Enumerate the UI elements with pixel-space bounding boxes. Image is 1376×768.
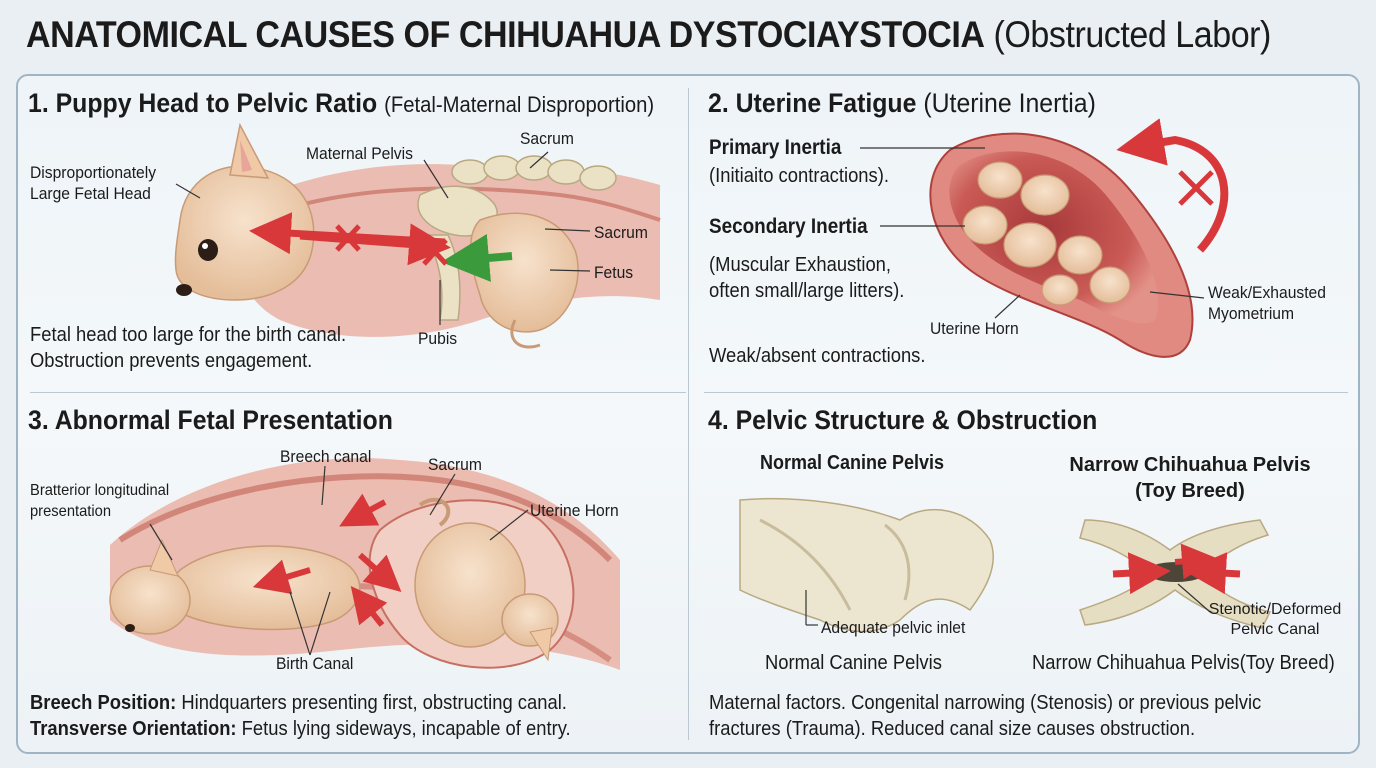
panel2-title: 2. Uterine Fatigue (Uterine Inertia) [708,88,1096,119]
normal-pelvis-heading: Normal Canine Pelvis [760,452,945,474]
horizontal-divider-left [30,392,686,393]
stenotic-line2: Pelvic Canal [1230,621,1320,638]
panel3-illustration [109,458,620,670]
panel1-illustration [174,122,661,349]
page-title: ANATOMICAL CAUSES OF CHIHUAHUA DYSTOCIAY… [26,14,1271,56]
panel1-number-title: 1. Puppy Head to Pelvic Ratio [28,88,378,118]
secondary-desc-line2: often small/large litters). [709,280,905,302]
panel1-title: 1. Puppy Head to Pelvic Ratio (Fetal-Mat… [28,88,654,119]
caption-narrow-pelvis: Narrow Chihuahua Pelvis(Toy Breed) [1032,652,1335,674]
panel2-number-title: 2. Uterine Fatigue [708,88,917,118]
label-head-line2: Large Fetal Head [30,184,151,203]
title-paren: (Obstructed Labor) [993,14,1272,55]
label-fetus: Fetus [594,263,634,282]
secondary-inertia-title: Secondary Inertia [709,215,868,238]
label-uterine-horn: Uterine Horn [930,319,1019,338]
panel2-subtitle: (Uterine Inertia) [923,88,1096,118]
panel4-number-title: 4. Pelvic Structure & Obstruction [708,405,1098,435]
title-main: ANATOMICAL CAUSES OF CHIHUAHUA DYSTOCIAY… [26,14,985,55]
panel1-description: Fetal head too large for the birth canal… [30,322,346,374]
breech-line: Breech Position: Hindquarters presenting… [30,690,571,716]
panel1-subtitle: (Fetal-Maternal Disproportion) [384,92,655,117]
label-stenotic-canal: Stenotic/Deformed Pelvic Canal [1200,600,1350,640]
breech-desc: Hindquarters presenting first, obstructi… [181,692,567,714]
stenotic-line1: Stenotic/Deformed [1208,601,1342,618]
panel4-title: 4. Pelvic Structure & Obstruction [708,405,1097,436]
secondary-inertia-desc: (Muscular Exhaustion, often small/large … [709,252,904,304]
panel1-desc-line1: Fetal head too large for the birth canal… [30,324,347,346]
label-presentation: Bratterior longitudinal presentation [30,480,169,522]
label-large-fetal-head: Disproportionately Large Fetal Head [30,162,156,204]
label-myo-line1: Weak/Exhausted [1208,283,1326,302]
horizontal-divider-right [704,392,1348,393]
label-breech-canal: Breech canal [280,447,372,466]
narrow-pelvis-heading: Narrow Chihuahua Pelvis (Toy Breed) [1060,452,1320,504]
primary-inertia-desc: (Initiaito contractions). [709,165,889,187]
label-adequate-inlet: Adequate pelvic inlet [821,618,966,637]
panel3-description: Breech Position: Hindquarters presenting… [30,690,571,742]
label-sacrum-top: Sacrum [520,129,574,148]
panel3-title: 3. Abnormal Fetal Presentation [28,405,393,436]
secondary-desc-line1: (Muscular Exhaustion, [709,254,892,276]
label-presentation-line2: presentation [30,503,112,520]
transverse-desc: Fetus lying sideways, incapable of entry… [241,718,571,740]
vertical-divider [688,88,689,740]
label-myo-line2: Myometrium [1208,304,1295,323]
primary-inertia-title: Primary Inertia [709,136,842,159]
breech-title: Breech Position: [30,692,177,714]
label-weak-myometrium: Weak/Exhausted Myometrium [1208,282,1326,324]
caption-normal-pelvis: Normal Canine Pelvis [765,652,942,674]
label-uterine-horn-p3: Uterine Horn [530,501,619,520]
label-sacrum-right: Sacrum [594,223,648,242]
label-maternal-pelvis: Maternal Pelvis [306,144,413,163]
transverse-line: Transverse Orientation: Fetus lying side… [30,716,571,742]
label-sacrum-p3: Sacrum [428,455,482,474]
panel3-number-title: 3. Abnormal Fetal Presentation [28,405,393,435]
narrow-heading-line2: (Toy Breed) [1135,480,1245,502]
panel4-desc-line2: fractures (Trauma). Reduced canal size c… [709,718,1196,740]
transverse-title: Transverse Orientation: [30,718,237,740]
label-birth-canal: Birth Canal [276,654,354,673]
narrow-heading-line1: Narrow Chihuahua Pelvis [1069,454,1311,476]
panel2-illustration [860,118,1229,358]
panel4-description: Maternal factors. Congenital narrowing (… [709,690,1261,742]
panel1-desc-line2: Obstruction prevents engagement. [30,350,313,372]
label-pubis: Pubis [418,329,458,348]
label-head-line1: Disproportionately [30,163,157,182]
label-presentation-line1: Bratterior longitudinal [30,482,170,499]
panel4-illustration [739,497,1272,633]
panel2-description: Weak/absent contractions. [709,345,926,367]
panel4-desc-line1: Maternal factors. Congenital narrowing (… [709,692,1262,714]
